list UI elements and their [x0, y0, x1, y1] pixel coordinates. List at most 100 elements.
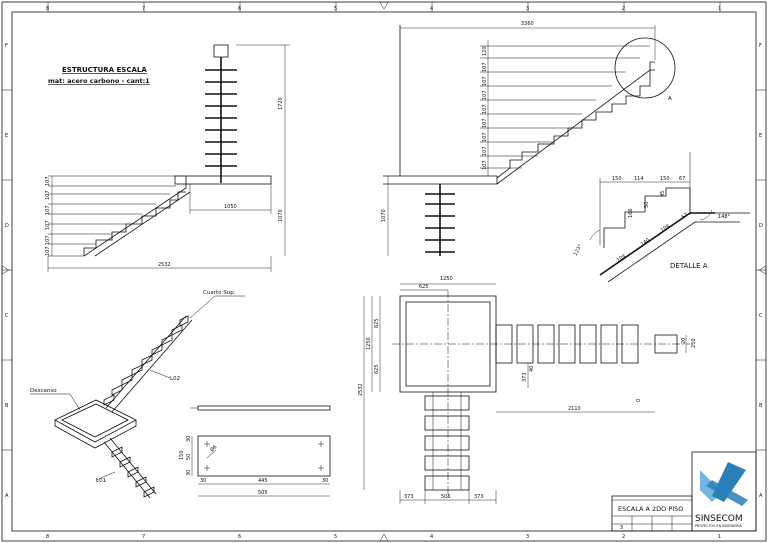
plan-view: 1250 625 625 625 1250 2532 20 250 2110 0… [358, 276, 697, 504]
svg-text:123°: 123° [573, 243, 584, 257]
svg-text:40: 40 [529, 366, 535, 372]
svg-text:104: 104 [616, 253, 627, 263]
detail-a: 150 114 150 67 166 50 95 104 140 104 57 … [573, 152, 750, 283]
svg-text:107: 107 [482, 76, 488, 86]
sheet-number: 3 [620, 525, 623, 531]
svg-text:2: 2 [622, 6, 625, 12]
svg-text:107: 107 [45, 176, 51, 186]
dim-total-width: 2532 [158, 262, 171, 268]
front-treads [496, 61, 655, 179]
svg-text:250: 250 [691, 338, 697, 348]
svg-text:107: 107 [45, 220, 51, 230]
svg-text:373: 373 [522, 372, 528, 382]
svg-text:166: 166 [628, 208, 634, 218]
svg-text:3: 3 [526, 6, 529, 12]
plate-detail: Ø6 30 50 150 30 30 445 30 505 [179, 405, 331, 497]
plan-upper-treads [495, 324, 678, 364]
svg-text:50: 50 [186, 454, 192, 460]
plate-holes [204, 441, 324, 471]
svg-text:7: 7 [142, 6, 145, 12]
side-view-title: ESTRUCTURA ESCALA [62, 66, 147, 74]
svg-text:B: B [5, 403, 9, 409]
iso-label-bottom: L01 [96, 478, 106, 484]
detail-a-title: DETALLE A [670, 262, 708, 270]
front-lower-ticks [425, 193, 455, 253]
svg-text:107: 107 [45, 190, 51, 200]
svg-text:C: C [5, 313, 9, 319]
lower-riser-lines [48, 175, 186, 257]
svg-text:5: 5 [334, 534, 337, 540]
landing-slab [174, 175, 272, 185]
iso-label-mid: L02 [170, 376, 180, 382]
lower-treads [83, 191, 186, 256]
front-view: 3360 120 107 107 107 107 107 107 107 107 [381, 21, 676, 256]
svg-text:140: 140 [640, 237, 651, 247]
svg-text:8: 8 [46, 534, 49, 540]
svg-text:D: D [759, 223, 763, 229]
svg-text:107: 107 [482, 160, 488, 170]
svg-text:150: 150 [179, 450, 185, 460]
front-stringer [496, 69, 655, 185]
svg-text:E: E [759, 133, 762, 139]
dim-height-upper: 1720 [278, 97, 284, 110]
svg-text:1: 1 [718, 6, 721, 12]
svg-text:95: 95 [660, 191, 666, 197]
svg-text:67: 67 [679, 176, 685, 182]
svg-text:120: 120 [482, 46, 488, 56]
front-riser-lines [480, 45, 650, 169]
svg-text:20: 20 [681, 338, 687, 344]
iso-lower-flight [103, 437, 157, 499]
svg-text:4: 4 [430, 534, 433, 540]
svg-text:625: 625 [374, 318, 380, 328]
svg-text:107: 107 [45, 246, 51, 256]
svg-text:0: 0 [636, 399, 642, 402]
svg-text:104: 104 [660, 223, 671, 233]
svg-text:6: 6 [238, 534, 241, 540]
plate-edge-view [197, 405, 331, 411]
side-view-subtitle: mat: acero carbono - cant:1 [48, 77, 150, 85]
dim-landing-width: 1050 [224, 204, 237, 210]
svg-text:107: 107 [482, 118, 488, 128]
svg-text:107: 107 [482, 104, 488, 114]
detail-a-callout: A [668, 96, 672, 102]
svg-text:F: F [759, 43, 762, 49]
svg-text:107: 107 [45, 235, 51, 245]
svg-text:1250: 1250 [440, 276, 453, 282]
lower-stringer [83, 176, 187, 257]
svg-text:445: 445 [258, 478, 268, 484]
svg-text:F: F [5, 43, 8, 49]
company-name: SINSECOM [695, 514, 743, 524]
dim-height-lower: 1070 [278, 209, 284, 222]
sheet-grid-labels: 8 7 6 5 4 3 2 1 8 7 6 5 4 3 2 1 F E D C … [5, 6, 763, 540]
upper-step-ticks [205, 69, 237, 167]
svg-text:D: D [5, 223, 9, 229]
detail-a-dims: 150 114 150 67 166 50 95 104 140 104 57 … [573, 176, 731, 264]
svg-text:107: 107 [482, 146, 488, 156]
svg-text:150: 150 [612, 176, 622, 182]
svg-text:E: E [5, 133, 8, 139]
svg-text:B: B [759, 403, 763, 409]
plate-hole-dim: Ø6 [208, 443, 218, 453]
svg-text:107: 107 [482, 132, 488, 142]
front-landing [383, 175, 498, 185]
company-tagline: PROYECTOS EN INGENIERIA [695, 524, 743, 528]
svg-text:30: 30 [186, 470, 192, 476]
svg-text:107: 107 [482, 62, 488, 72]
svg-text:625: 625 [374, 364, 380, 374]
svg-text:57: 57 [681, 212, 690, 221]
svg-text:7: 7 [142, 534, 145, 540]
front-riser-dims: 120 107 107 107 107 107 107 107 107 [482, 46, 488, 170]
svg-text:2532: 2532 [358, 383, 364, 396]
svg-text:5: 5 [334, 6, 337, 12]
side-view: ESTRUCTURA ESCALA mat: acero carbono - c… [45, 44, 290, 272]
company-logo [700, 462, 748, 506]
svg-text:373: 373 [474, 494, 484, 500]
post-cap [213, 44, 229, 58]
svg-text:3: 3 [526, 534, 529, 540]
svg-text:2: 2 [622, 534, 625, 540]
title-block: ESCALA A 2DO PISO 3 SINSECOM PROYECTOS E… [611, 451, 757, 532]
svg-text:8: 8 [46, 6, 49, 12]
iso-view: Cuarto Sup. L02 Descanso L01 [30, 290, 245, 499]
